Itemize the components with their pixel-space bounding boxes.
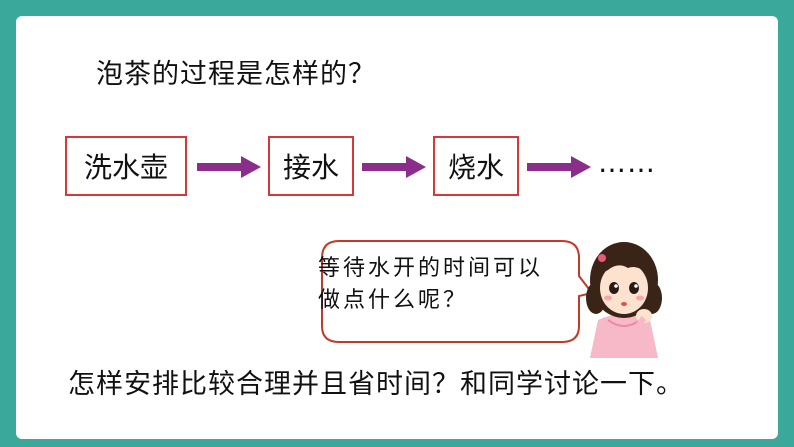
step-box-wash-kettle: 洗水壶 <box>65 136 187 196</box>
arrow-right-icon <box>362 156 426 178</box>
slide-canvas <box>16 16 778 439</box>
arrow-right-icon <box>197 156 261 178</box>
speech-bubble-text: 等待水开的时间可以做点什么呢？ <box>318 256 544 313</box>
step-label: 接水 <box>282 151 339 184</box>
arrow-right-icon <box>527 156 591 178</box>
continuation-ellipsis: …… <box>598 146 656 179</box>
speech-bubble <box>321 240 594 343</box>
step-box-boil-water: 烧水 <box>433 136 519 196</box>
discussion-prompt: 怎样安排比较合理并且省时间？和同学讨论一下。 <box>68 369 684 400</box>
girl-thinking-illustration <box>586 242 662 358</box>
step-box-fill-water: 接水 <box>268 136 354 196</box>
step-label: 烧水 <box>447 151 504 184</box>
step-label: 洗水壶 <box>83 151 168 184</box>
question-title: 泡茶的过程是怎样的？ <box>96 59 376 90</box>
